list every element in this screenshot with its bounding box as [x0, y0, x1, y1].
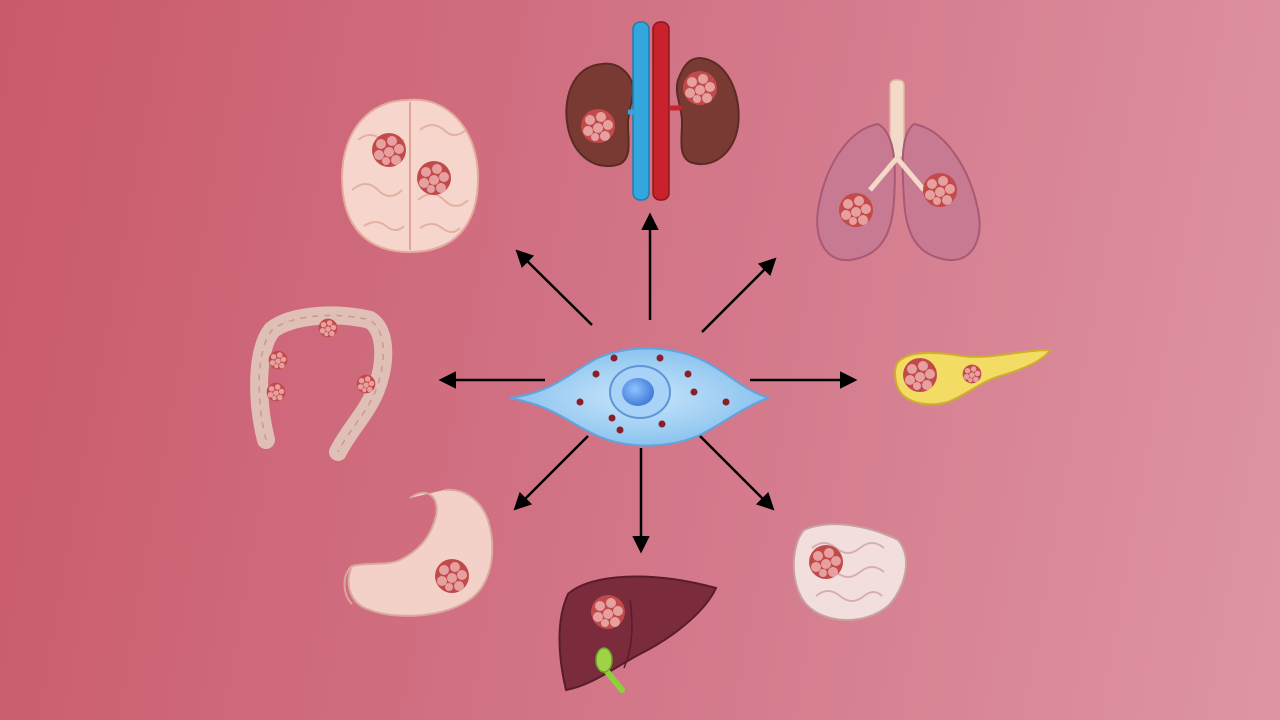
stomach-icon: [343, 488, 494, 617]
arrows: [438, 212, 858, 554]
liver-icon: [558, 575, 718, 693]
arrow-to-small-intestine: [699, 435, 775, 511]
small-intestine-icon: [792, 523, 908, 621]
kidneys-icon: [565, 21, 740, 201]
arrow-to-stomach: [513, 435, 589, 511]
colon-icon: [250, 306, 393, 461]
cancer-cell-icon: [509, 347, 771, 447]
arrow-to-lungs: [701, 257, 777, 333]
brain-icon: [340, 98, 480, 254]
pancreas-icon: [894, 348, 1052, 406]
lungs-icon: [816, 79, 981, 262]
arrow-to-brain: [515, 249, 593, 326]
